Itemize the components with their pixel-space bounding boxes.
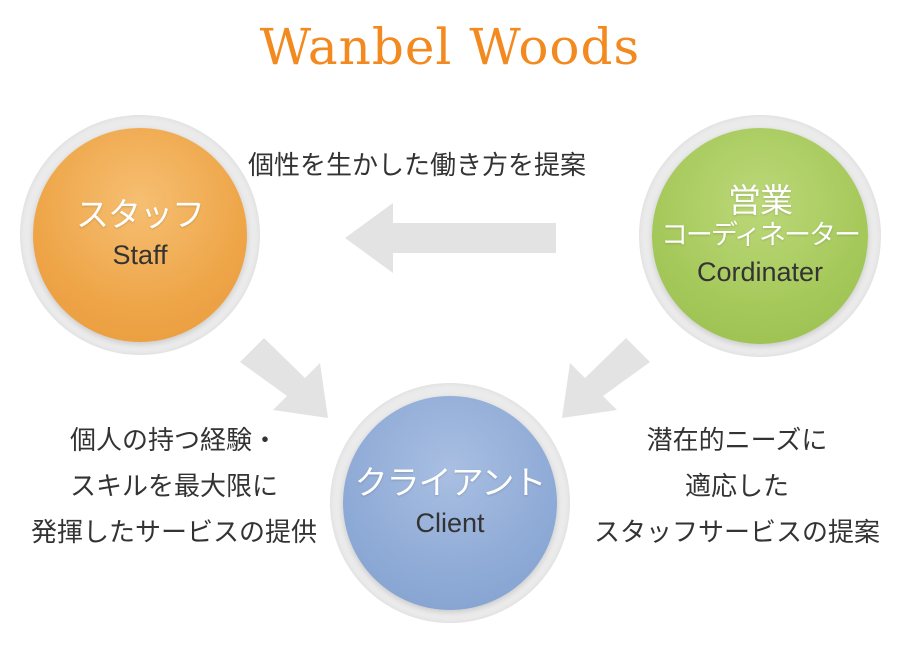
coordinator-label-jp-line2: コーディネーター — [660, 219, 861, 251]
caption-right-line-2: 適応した — [684, 472, 789, 502]
brand-title: Wanbel Woods — [259, 18, 641, 76]
client-label-en: Client — [415, 508, 485, 539]
staff-label-en: Staff — [112, 240, 168, 271]
caption-right-line-1: 潜在的ニーズに — [646, 426, 828, 456]
caption-right-line-3: スタッフサービスの提案 — [593, 518, 880, 548]
coordinator-node: 営業 コーディネーター Cordinater — [652, 128, 868, 344]
caption-coordinator-to-staff: 個性を生かした働き方を提案 — [248, 151, 587, 181]
client-node: クライアント Client — [343, 396, 557, 610]
caption-left-line-2: スキルを最大限に — [69, 472, 278, 502]
arrow-coordinator-to-staff — [345, 203, 556, 273]
caption-staff-to-client: 個人の持つ経験・ スキルを最大限に 発揮したサービスの提供 — [4, 418, 344, 556]
arrow-staff-to-client — [240, 338, 328, 418]
arrow-coordinator-to-client — [562, 338, 650, 418]
staff-node: スタッフ Staff — [33, 128, 247, 342]
client-label-jp: クライアント — [354, 463, 547, 503]
caption-coordinator-to-client: 潜在的ニーズに 適応した スタッフサービスの提案 — [578, 418, 896, 556]
staff-label-jp: スタッフ — [76, 195, 205, 235]
coordinator-label-jp-line1: 営業 — [728, 180, 793, 220]
caption-left-line-1: 個人の持つ経験・ — [69, 426, 278, 456]
caption-left-line-3: 発揮したサービスの提供 — [30, 518, 317, 548]
coordinator-label-en: Cordinater — [696, 256, 824, 287]
